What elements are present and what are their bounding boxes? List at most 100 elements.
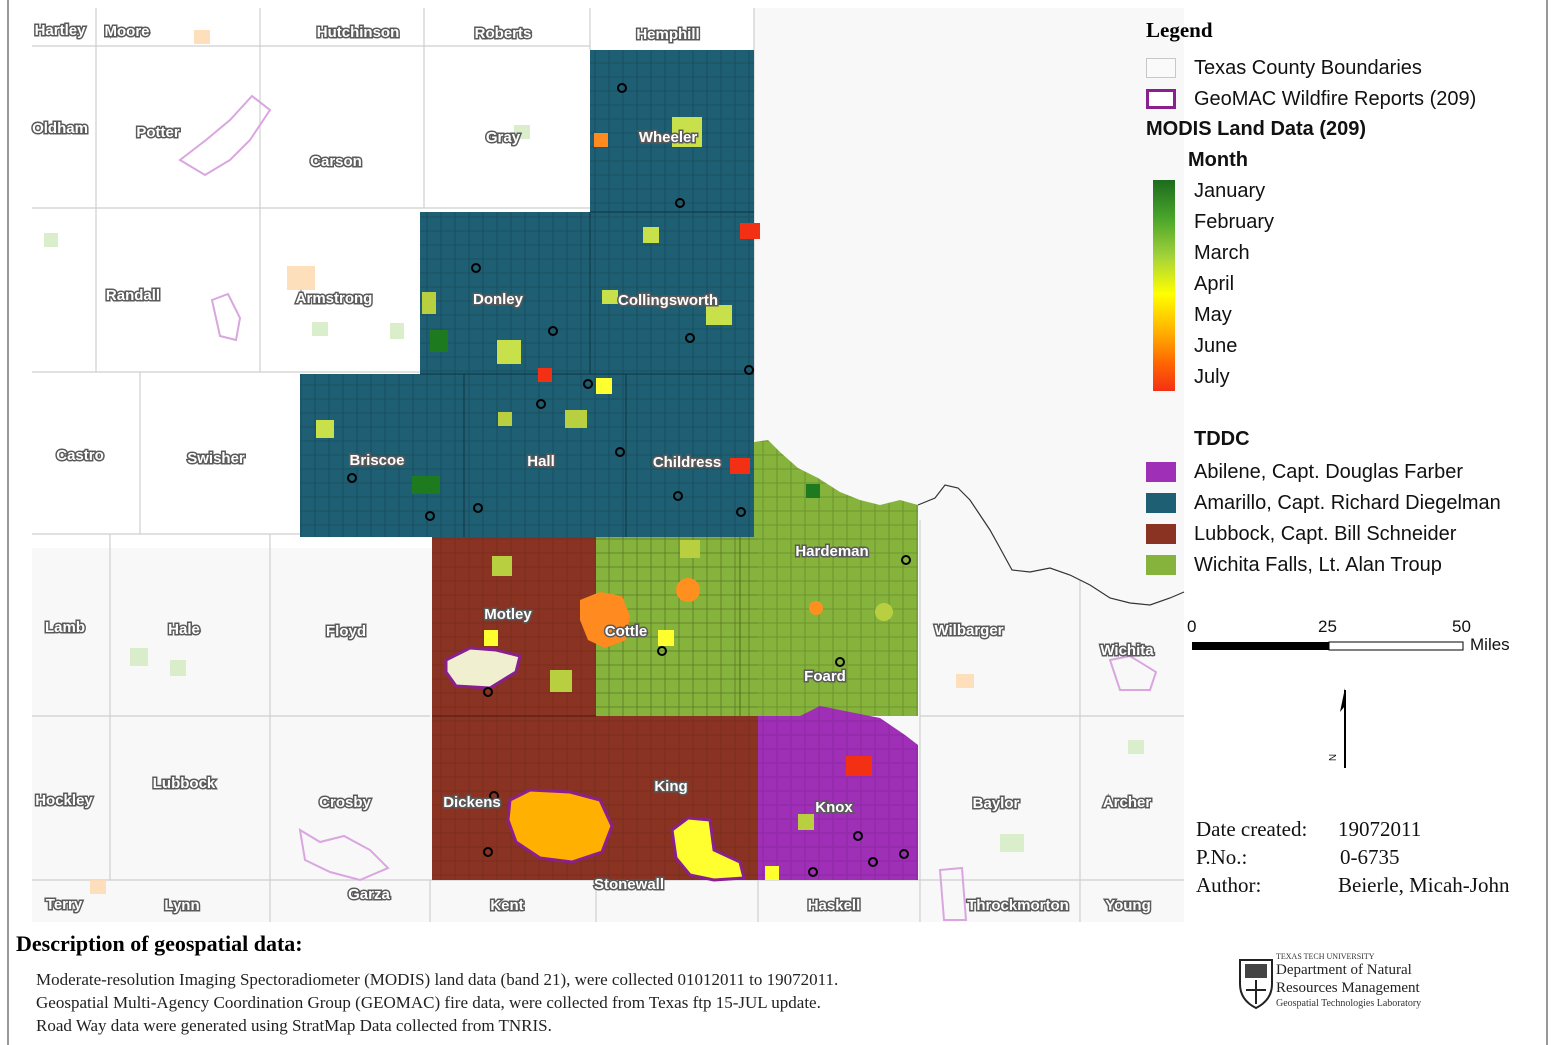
logo-line-1: TEXAS TECH UNIVERSITY: [1276, 952, 1375, 961]
month-label-april: April: [1194, 273, 1235, 295]
wildfire-report-points: [347, 83, 911, 877]
county-label-hardeman: Hardeman: [795, 543, 868, 560]
county-label-baylor: Baylor: [973, 795, 1020, 812]
legend-label: Amarillo, Capt. Richard Diegelman: [1194, 491, 1501, 514]
county-label-archer: Archer: [1103, 794, 1152, 811]
north-arrow-icon: [1340, 688, 1346, 768]
county-labels: Hartley Moore Hutchinson Roberts HemphillOld…: [31, 21, 1156, 916]
scale-tick-50: 50: [1452, 617, 1471, 636]
county-label-hall: Hall: [527, 453, 555, 470]
legend-label: Abilene, Capt. Douglas Farber: [1194, 460, 1464, 483]
county-label-kent: Kent: [490, 897, 523, 914]
pno-label: P.No.:: [1196, 845, 1248, 869]
wildfire-report-swatch: [1146, 89, 1176, 109]
county-label-moore: Moore: [105, 23, 150, 40]
description-line-1: Moderate-resolution Imaging Spectoradiom…: [36, 970, 839, 989]
legend-title: Legend: [1146, 18, 1213, 42]
tddc-swatch: [1146, 555, 1176, 575]
county-boundary-swatch: [1146, 58, 1176, 78]
county-label-garza: Garza: [348, 886, 390, 903]
author-label: Author:: [1196, 873, 1262, 897]
county-label-stonewall: Stonewall: [594, 876, 664, 893]
county-label-haskell: Haskell: [808, 897, 861, 914]
description-line-2: Geospatial Multi-Agency Coordination Gro…: [36, 993, 821, 1012]
county-label-hockley: Hockley: [35, 792, 93, 809]
county-label-lamb: Lamb: [45, 619, 85, 636]
county-label-oldham: Oldham: [32, 120, 88, 137]
description-line-3: Road Way data were generated using Strat…: [36, 1016, 552, 1035]
legend-item-county-boundaries: Texas County Boundaries: [1146, 55, 1422, 81]
county-label-crosby: Crosby: [319, 794, 371, 811]
tddc-amarillo-region: [300, 50, 754, 537]
county-label-floyd: Floyd: [326, 623, 366, 640]
county-label-hemphill: Hemphill: [636, 26, 699, 43]
county-label-hutchinson: Hutchinson: [317, 24, 400, 41]
county-label-motley: Motley: [484, 606, 532, 623]
modis-detections: [316, 117, 893, 882]
scale-tick-25: 25: [1318, 617, 1337, 636]
month-label-may: May: [1194, 304, 1232, 326]
county-label-hale: Hale: [168, 621, 200, 638]
scale-tick-0: 0: [1187, 617, 1197, 636]
faint-detections-orange: [90, 30, 974, 894]
faint-wildfire-outlines: [178, 94, 1158, 921]
logo-line-2: Department of Natural: [1276, 962, 1412, 978]
faint-detections: [44, 125, 1144, 852]
legend-item-tddc-abilene: Abilene, Capt. Douglas Farber: [1146, 459, 1463, 485]
county-label-young: Young: [1105, 897, 1151, 914]
date-created-label: Date created:: [1196, 817, 1308, 841]
legend-item-wildfire-reports: GeoMAC Wildfire Reports (209): [1146, 86, 1476, 112]
date-created-value: 19072011: [1338, 817, 1422, 841]
legend-label: Wichita Falls, Lt. Alan Troup: [1194, 553, 1442, 576]
county-label-lynn: Lynn: [164, 897, 199, 914]
tddc-abilene-region: [758, 706, 918, 880]
logo-line-4: Geospatial Technologies Laboratory: [1276, 998, 1422, 1009]
county-label-potter: Potter: [136, 124, 180, 141]
county-label-wichita: Wichita: [1100, 642, 1154, 659]
legend-item-tddc-lubbock: Lubbock, Capt. Bill Schneider: [1146, 521, 1456, 547]
county-label-roberts: Roberts: [475, 25, 532, 42]
county-label-armstrong: Armstrong: [296, 290, 373, 307]
legend-label: Texas County Boundaries: [1194, 56, 1422, 79]
scale-bar: [1192, 641, 1464, 651]
month-label-january: January: [1194, 180, 1266, 202]
tddc-swatch: [1146, 524, 1176, 544]
tddc-swatch: [1146, 493, 1176, 513]
county-label-randall: Randall: [106, 287, 160, 304]
county-label-wheeler: Wheeler: [639, 129, 698, 146]
north-label: N: [1328, 753, 1340, 762]
county-label-king: King: [654, 778, 687, 795]
tddc-title: TDDC: [1194, 428, 1250, 450]
legend-item-tddc-amarillo: Amarillo, Capt. Richard Diegelman: [1146, 490, 1501, 516]
county-label-lubbock: Lubbock: [153, 775, 216, 792]
county-label-terry: Terry: [46, 896, 83, 913]
month-label-june: June: [1194, 335, 1238, 357]
county-label-foard: Foard: [804, 668, 846, 685]
month-label-july: July: [1194, 366, 1230, 388]
month-color-ramp: [1153, 180, 1175, 391]
county-label-carson: Carson: [310, 153, 362, 170]
description-title: Description of geospatial data:: [16, 931, 303, 956]
logo-line-3: Resources Management: [1276, 980, 1420, 996]
county-label-cottle: Cottle: [605, 623, 648, 640]
legend-label: Lubbock, Capt. Bill Schneider: [1194, 522, 1457, 545]
county-label-dickens: Dickens: [443, 794, 501, 811]
county-label-castro: Castro: [56, 447, 104, 464]
county-label-knox: Knox: [815, 799, 853, 816]
legend-label: GeoMAC Wildfire Reports (209): [1194, 87, 1477, 110]
river-boundary: [917, 484, 1185, 606]
county-label-hartley: Hartley: [35, 22, 87, 39]
county-label-wilbarger: Wilbarger: [934, 622, 1003, 639]
author-value: Beierle, Micah-John: [1338, 873, 1510, 897]
ttu-logo: TEXAS TECH UNIVERSITY Department of Natu…: [1236, 952, 1466, 1012]
scale-unit: Miles: [1470, 635, 1510, 654]
pno-value: 0-6735: [1340, 845, 1400, 869]
county-label-throckmorton: Throckmorton: [967, 897, 1069, 914]
county-label-briscoe: Briscoe: [349, 452, 404, 469]
county-label-gray: Gray: [486, 129, 521, 146]
county-label-swisher: Swisher: [187, 450, 245, 467]
ttu-seal-icon: [1239, 959, 1273, 1010]
county-label-donley: Donley: [473, 291, 524, 308]
month-title: Month: [1188, 149, 1248, 171]
